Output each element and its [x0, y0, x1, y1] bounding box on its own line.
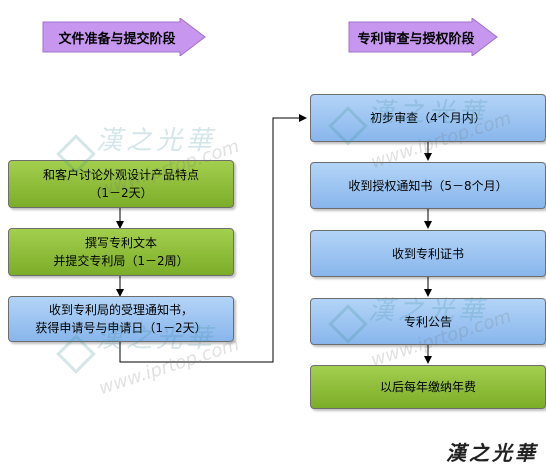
- step-preliminary-exam: 初步审查（4个月内）: [310, 94, 546, 142]
- watermark-logo: 漢之光華: [96, 126, 217, 156]
- step-text: 初步审查（4个月内）: [370, 111, 486, 125]
- watermark-logo: 漢之光華: [368, 98, 489, 128]
- step-text: 以后每年缴纳年费: [379, 380, 476, 394]
- arrow-shape: [42, 18, 206, 56]
- watermark-logo: 漢之光華: [368, 296, 489, 326]
- step-grant-notice: 收到授权通知书（5－8个月）: [310, 162, 546, 209]
- arrow-shape: [348, 18, 498, 56]
- stage-arrow-right: 专利审查与授权阶段: [348, 18, 498, 56]
- step-text: 撰写专利文本 并提交专利局（1－2周）: [53, 236, 189, 268]
- step-text: 收到授权通知书（5－8个月）: [348, 178, 508, 193]
- connector-cross: [119, 114, 307, 363]
- step-draft-and-submit: 撰写专利文本 并提交专利局（1－2周）: [8, 228, 234, 276]
- step-discuss-features: 和客户讨论外观设计产品特点 （1－2天）: [8, 160, 234, 208]
- step-text: 和客户讨论外观设计产品特点 （1－2天）: [42, 168, 199, 200]
- step-text: 收到专利局的受理通知书， 获得申请号与申请日（1－2天）: [35, 303, 207, 335]
- step-receive-certificate: 收到专利证书: [310, 230, 546, 277]
- watermark-logo: 漢之光華: [96, 324, 217, 354]
- step-patent-announcement: 专利公告: [310, 298, 546, 345]
- step-text: 专利公告: [403, 314, 452, 329]
- brand-signature: 漢之光華: [446, 441, 538, 465]
- step-annual-fees: 以后每年缴纳年费: [310, 365, 546, 409]
- step-text: 收到专利证书: [391, 246, 464, 261]
- step-receive-acceptance: 收到专利局的受理通知书， 获得申请号与申请日（1－2天）: [8, 296, 234, 342]
- stage-arrow-left: 文件准备与提交阶段: [42, 18, 206, 56]
- stage-title-left: 文件准备与提交阶段: [58, 31, 176, 47]
- stage-title-right: 专利审查与授权阶段: [357, 31, 475, 47]
